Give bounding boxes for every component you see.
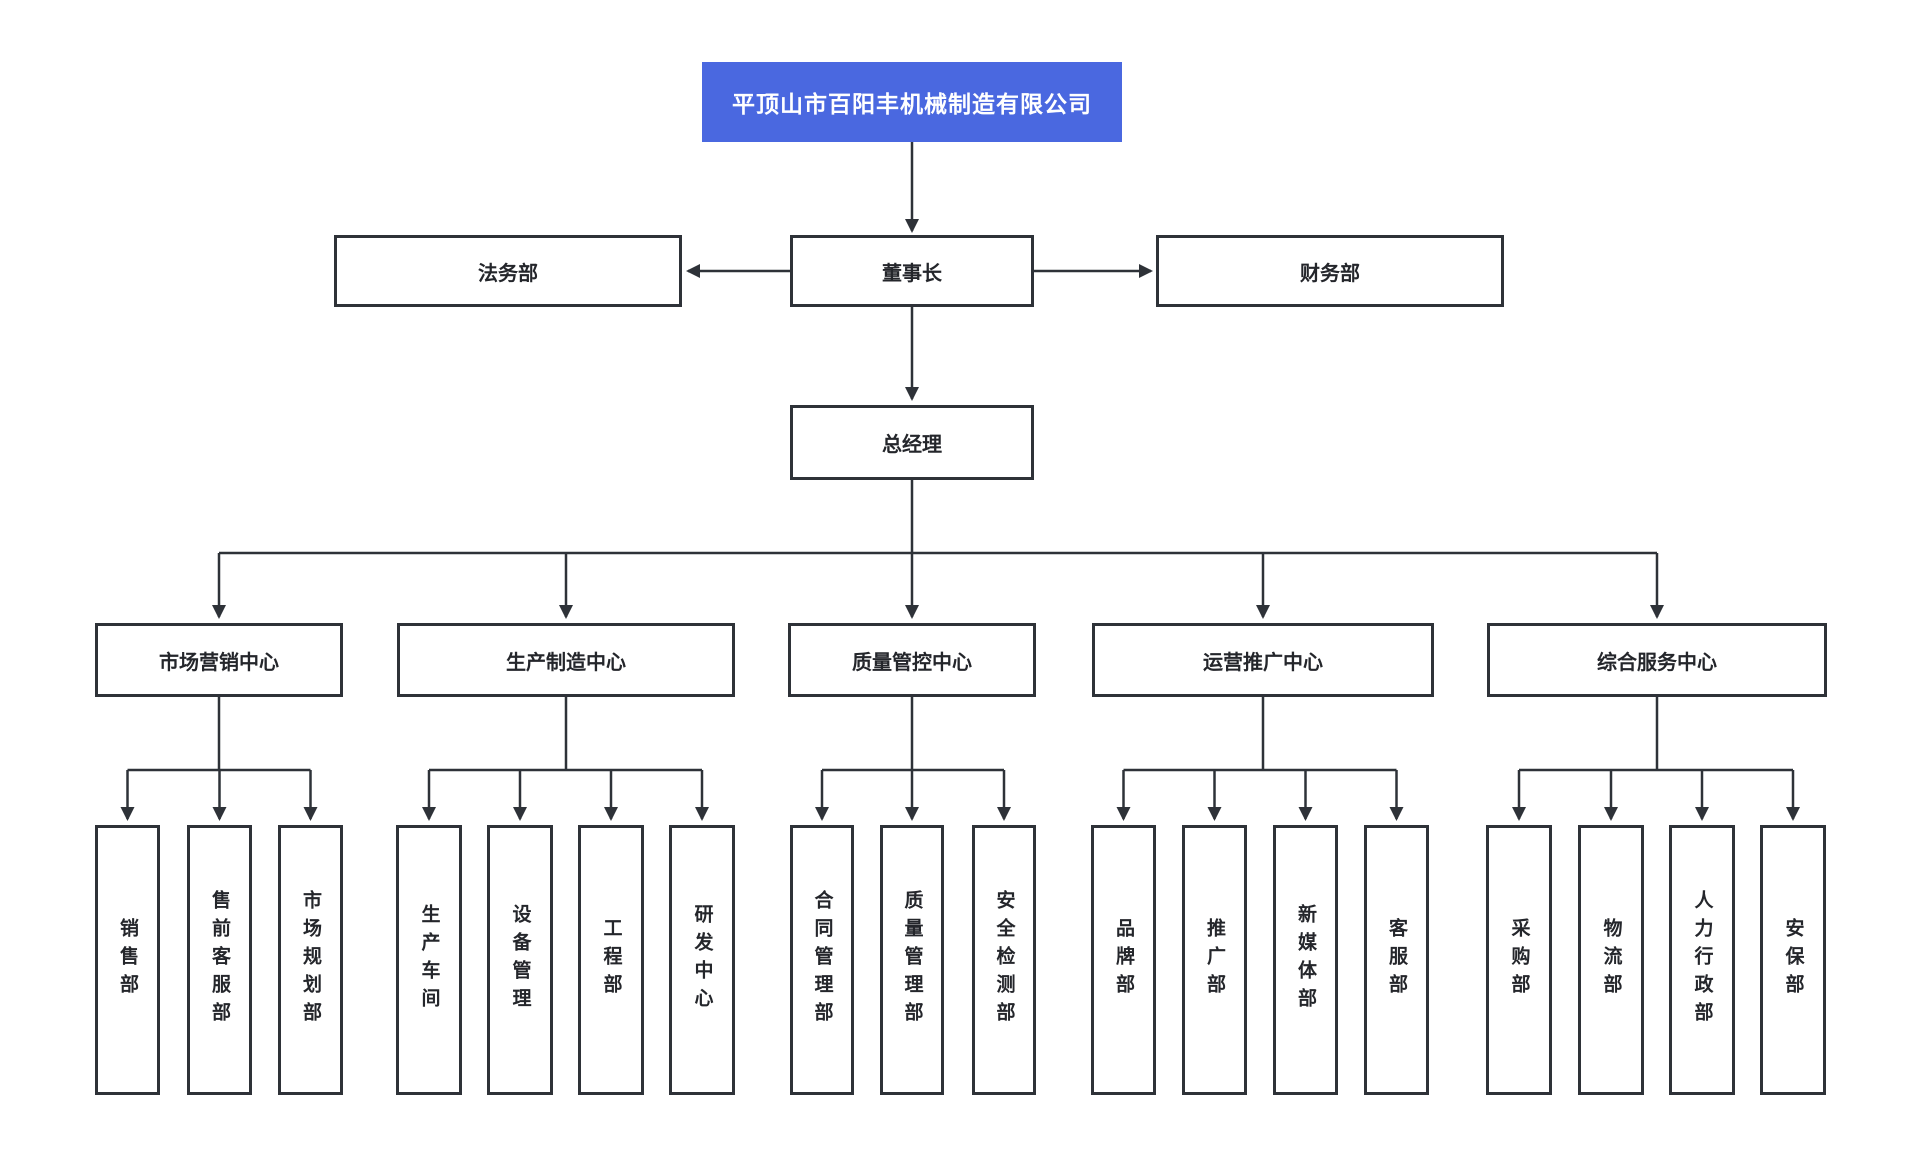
node-rd-center: 研发中心 <box>669 825 735 1095</box>
node-label: 品牌部 <box>1113 918 1134 1002</box>
node-label: 市场规划部 <box>300 890 321 1030</box>
node-label: 质量管控中心 <box>852 651 972 674</box>
node-label: 质量管理部 <box>901 890 923 1030</box>
node-label: 推广部 <box>1204 918 1225 1002</box>
node-equipment-management: 设备管理 <box>487 825 553 1095</box>
node-label: 运营推广中心 <box>1203 651 1323 674</box>
node-customer-service-dept: 客服部 <box>1364 825 1429 1095</box>
node-label: 设备管理 <box>509 904 531 1016</box>
node-brand-dept: 品牌部 <box>1091 825 1156 1095</box>
node-label: 售前客服部 <box>209 890 230 1030</box>
node-legal-dept: 法务部 <box>334 235 682 307</box>
node-services-center: 综合服务中心 <box>1487 623 1827 697</box>
node-operations-center: 运营推广中心 <box>1092 623 1434 697</box>
node-label: 工程部 <box>600 918 622 1002</box>
company-title: 平顶山市百阳丰机械制造有限公司 <box>732 91 1092 117</box>
node-finance-dept: 财务部 <box>1156 235 1504 307</box>
node-label: 物流部 <box>1600 918 1622 1002</box>
node-contract-management-dept: 合同管理部 <box>790 825 854 1095</box>
node-market-planning-dept: 市场规划部 <box>278 825 343 1095</box>
node-security-dept: 安保部 <box>1760 825 1826 1095</box>
node-new-media-dept: 新媒体部 <box>1273 825 1338 1095</box>
connector-bus <box>127 480 1793 772</box>
node-hr-admin-dept: 人力行政部 <box>1669 825 1735 1095</box>
node-marketing-center: 市场营销中心 <box>95 623 343 697</box>
node-presales-service-dept: 售前客服部 <box>187 825 252 1095</box>
node-promotion-dept: 推广部 <box>1182 825 1247 1095</box>
node-label: 法务部 <box>478 262 538 285</box>
node-label: 综合服务中心 <box>1597 651 1717 674</box>
company-title-box: 平顶山市百阳丰机械制造有限公司 <box>702 62 1122 142</box>
node-label: 财务部 <box>1300 262 1360 285</box>
node-quality-management-dept: 质量管理部 <box>880 825 944 1095</box>
node-chairman: 董事长 <box>790 235 1034 307</box>
node-general-manager: 总经理 <box>790 405 1034 480</box>
node-label: 销售部 <box>117 918 138 1002</box>
node-label: 安保部 <box>1782 918 1804 1002</box>
node-label: 生产制造中心 <box>506 651 626 674</box>
node-label: 市场营销中心 <box>159 651 279 674</box>
node-procurement-dept: 采购部 <box>1486 825 1552 1095</box>
node-sales-dept: 销售部 <box>95 825 160 1095</box>
node-label: 人力行政部 <box>1691 890 1713 1030</box>
node-label: 研发中心 <box>691 904 713 1016</box>
node-label: 采购部 <box>1508 918 1530 1002</box>
node-label: 合同管理部 <box>811 890 833 1030</box>
node-label: 总经理 <box>882 434 942 456</box>
node-label: 董事长 <box>882 262 942 285</box>
node-quality-center: 质量管控中心 <box>788 623 1036 697</box>
node-label: 生产车间 <box>418 904 440 1016</box>
node-logistics-dept: 物流部 <box>1578 825 1644 1095</box>
node-production-workshop: 生产车间 <box>396 825 462 1095</box>
node-label: 客服部 <box>1386 918 1407 1002</box>
node-safety-inspection-dept: 安全检测部 <box>972 825 1036 1095</box>
node-label: 安全检测部 <box>993 890 1015 1030</box>
node-label: 新媒体部 <box>1295 904 1316 1016</box>
node-production-center: 生产制造中心 <box>397 623 735 697</box>
node-engineering-dept: 工程部 <box>578 825 644 1095</box>
